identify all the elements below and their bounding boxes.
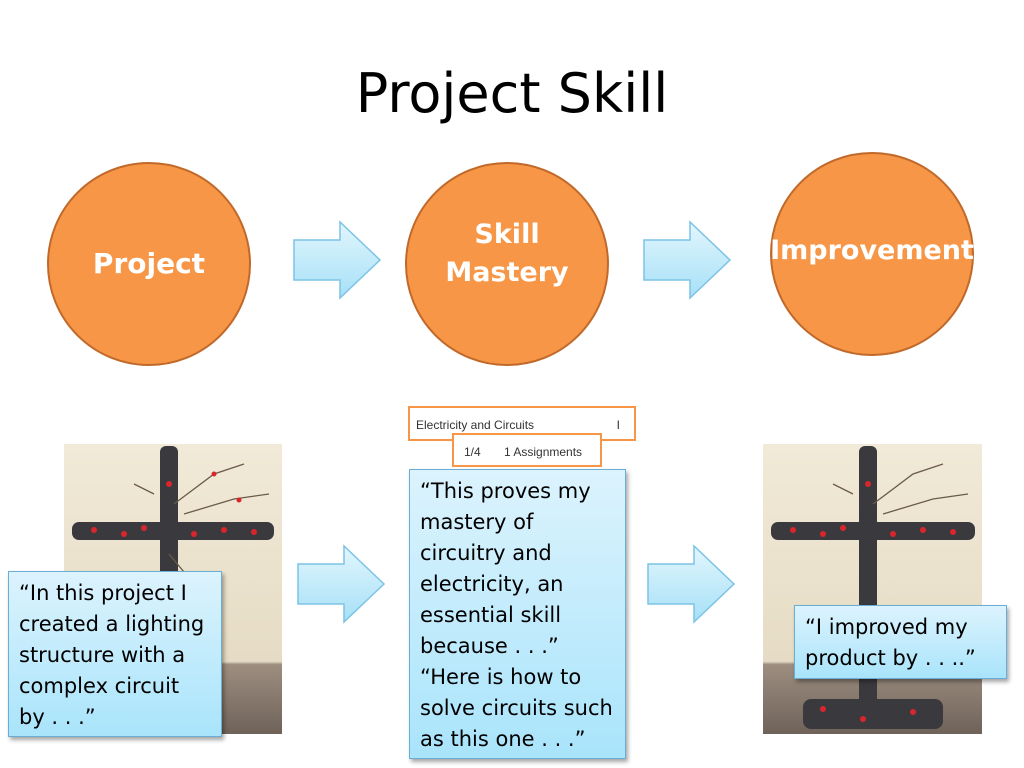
arrow-right-icon	[297, 544, 386, 624]
improvement-circle-label: Improvement	[770, 235, 974, 267]
mastery-quote-text-1: “This proves my mastery of circuitry and…	[420, 479, 591, 658]
project-quote-text: “In this project I created a lighting st…	[19, 581, 205, 729]
mastery-quote-text-2: “Here is how to solve circuits such as t…	[420, 665, 613, 751]
project-circle: Project	[47, 162, 251, 366]
improvement-quote: “I improved my product by . . ..”	[794, 605, 1007, 679]
gradebook-score-row: 1/4 1 Assignments	[452, 433, 602, 467]
mastery-quote: “This proves my mastery of circuitry and…	[409, 469, 626, 759]
slide-title: Project Skill	[355, 62, 669, 125]
skill-mastery-circle: Skill Mastery	[405, 162, 609, 366]
project-circle-label: Project	[92, 247, 206, 281]
project-quote: “In this project I created a lighting st…	[8, 571, 222, 737]
improvement-circle: Improvement	[770, 152, 974, 356]
skill-mastery-label-line2: Mastery	[445, 257, 569, 288]
improvement-quote-text: “I improved my product by . . ..”	[805, 615, 976, 670]
gradebook-subject: Electricity and Circuits	[416, 418, 535, 432]
arrow-right-icon	[643, 220, 732, 300]
arrow-right-icon	[293, 220, 382, 300]
arrow-right-icon	[647, 544, 736, 624]
gradebook-subject-mark: I	[616, 418, 620, 432]
skill-mastery-label-line1: Skill	[474, 219, 540, 251]
gradebook-assignments: 1 Assignments	[504, 445, 583, 459]
improved-product-photo	[763, 444, 982, 734]
gradebook-score: 1/4	[464, 445, 481, 459]
